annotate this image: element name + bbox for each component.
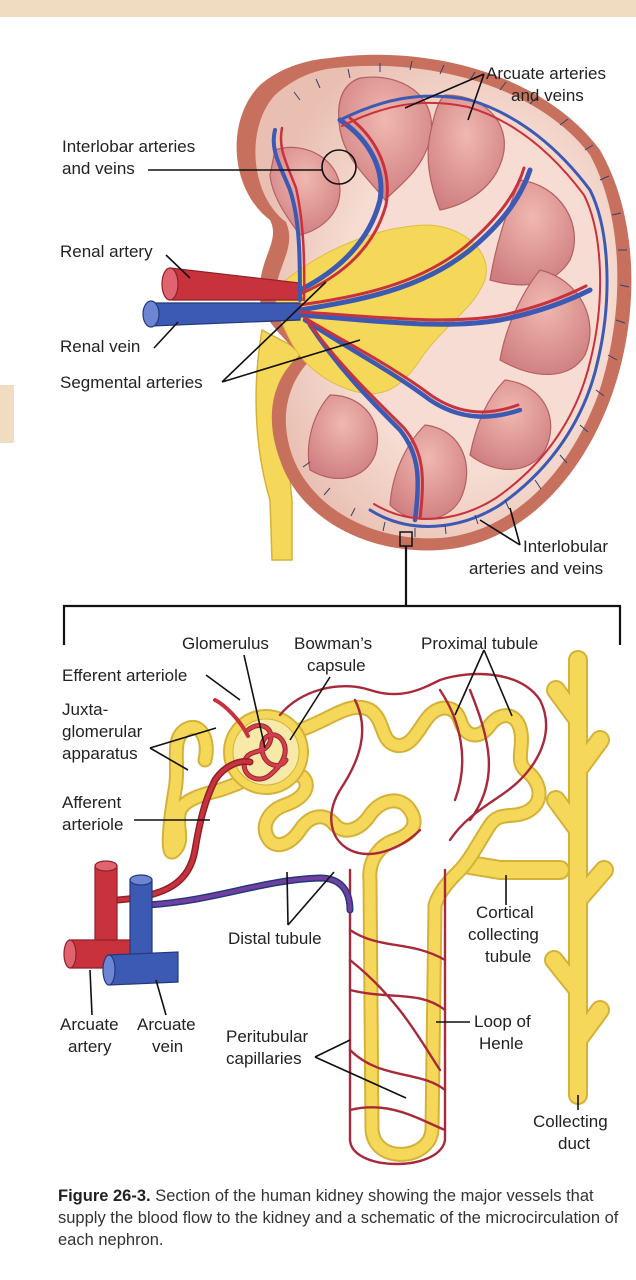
vessel-tree [271, 94, 609, 528]
arcuate-vein [102, 874, 179, 986]
glomerulus-tuft [241, 723, 289, 782]
label-glomerulus: Glomerulus [182, 634, 269, 653]
kidney-section [142, 54, 632, 561]
leader-lines [89, 73, 579, 1110]
side-tab-marker [0, 385, 14, 443]
label-efferent-arteriole: Efferent arteriole [62, 666, 187, 685]
collecting-duct [460, 650, 614, 1105]
label-renal-artery: Renal artery [60, 242, 153, 261]
interlobular-vessels [293, 60, 630, 537]
zoom-bracket [62, 546, 622, 645]
label-distal-tubule: Distal tubule [228, 929, 322, 948]
label-renal-vein: Renal vein [60, 337, 140, 356]
nephron-schematic [63, 650, 614, 1166]
arcuate-artery [63, 860, 141, 969]
caption-figure-number: Figure 26-3. [58, 1187, 151, 1205]
label-proximal-tubule: Proximal tubule [421, 634, 538, 653]
arterioles [114, 698, 354, 914]
peritubular-capillaries [278, 672, 548, 1166]
page-header-band [0, 0, 636, 17]
label-segmental-arteries: Segmental arteries [60, 373, 203, 392]
interlobar-callout-circle [321, 149, 357, 185]
figure-caption: Figure 26-3. Section of the human kidney… [58, 1185, 624, 1251]
caption-text: Section of the human kidney showing the … [58, 1187, 619, 1249]
